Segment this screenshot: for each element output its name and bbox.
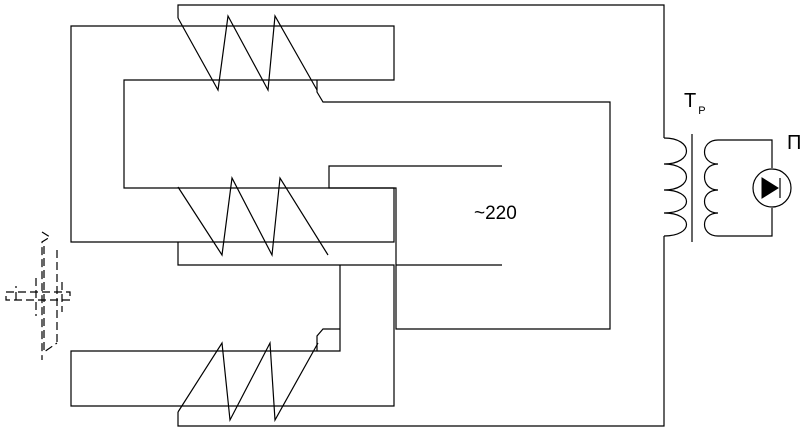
diode-icon (752, 168, 792, 208)
outer-core (70, 25, 395, 407)
middle-winding (177, 176, 329, 258)
inner-core-notch (316, 328, 340, 351)
bottom-winding (177, 340, 319, 423)
transformer-label-main: T (684, 90, 697, 112)
voltage-label: ~220 (474, 203, 517, 224)
loop-wire-return (177, 236, 665, 427)
loop-wire (177, 4, 665, 138)
workpiece-outline (5, 231, 71, 360)
secondary-circuit (718, 139, 773, 237)
transformer-secondary (703, 139, 719, 237)
inner-core (316, 80, 611, 330)
indicator-label: П (787, 132, 802, 154)
transformer-label-sub: P (698, 105, 706, 117)
top-winding (177, 14, 318, 93)
transformer-primary (663, 137, 688, 237)
